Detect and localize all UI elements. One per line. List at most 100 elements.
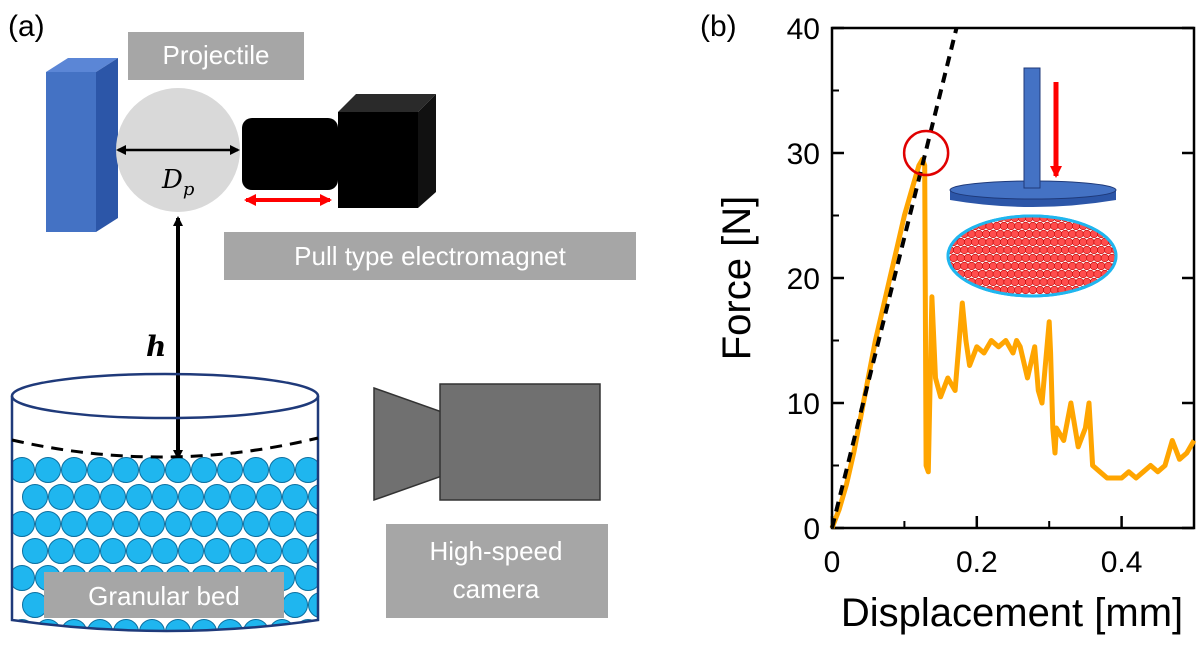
peak-highlight-circle (902, 129, 950, 177)
inset-grain (960, 216, 969, 223)
grain (165, 619, 191, 631)
inset-grain (1028, 285, 1037, 295)
inset-grain (1057, 269, 1066, 279)
electromagnet-label-box (224, 232, 636, 280)
inset-grain (1057, 237, 1066, 247)
inset-grain (1010, 277, 1019, 287)
grain (243, 619, 269, 631)
inset-grain (1071, 253, 1081, 263)
grain (295, 457, 318, 483)
inset-grain (953, 277, 962, 287)
grain (87, 511, 113, 537)
inset-grain (1021, 221, 1030, 231)
inset-grain (981, 245, 991, 255)
inset-grain (1089, 261, 1099, 271)
inset-grain (999, 237, 1009, 247)
inset-grain (1010, 229, 1019, 239)
inset-grain (1053, 229, 1063, 239)
grain (100, 538, 126, 564)
inset-grain (1111, 277, 1116, 287)
inset-grain (1017, 277, 1027, 287)
inset-grain (1115, 285, 1116, 295)
inset-grain (1007, 221, 1016, 231)
inset-grain (1071, 237, 1081, 247)
inset-grain (1093, 253, 1102, 263)
grain (243, 457, 269, 483)
grain (48, 484, 74, 510)
grain (61, 457, 87, 483)
grain (322, 458, 347, 483)
inset-grain (1061, 277, 1070, 287)
inset-grain (978, 253, 987, 263)
y-tick-label: 10 (787, 388, 820, 421)
grain (165, 457, 191, 483)
grain (295, 511, 318, 537)
inset-grain (1061, 261, 1070, 271)
inset-grain (1093, 237, 1102, 247)
support-wall (46, 58, 118, 232)
annotation-group (902, 129, 950, 177)
inset-grain (1032, 229, 1041, 239)
inset-grain (1068, 277, 1077, 287)
inset-grain (1028, 253, 1037, 263)
grain (282, 592, 308, 618)
inset-grain (1007, 269, 1016, 279)
grain (230, 484, 256, 510)
inset-grain (1017, 245, 1027, 255)
inset-grain (974, 261, 983, 271)
inset-grain (1039, 277, 1048, 287)
inset-grain (1057, 221, 1066, 231)
grain (12, 457, 35, 483)
inset-compression-icon (946, 67, 1118, 298)
inset-grain (971, 253, 980, 263)
grain (12, 565, 35, 591)
panel-a-letter: (a) (8, 10, 45, 43)
inset-grain (1050, 253, 1059, 263)
grain (282, 484, 308, 510)
panel-a-setup: (a) Projectile Dp Pull type electromagne… (8, 10, 636, 633)
inset-grain (974, 229, 983, 239)
inset-grain (963, 237, 973, 247)
inset-grain (1043, 269, 1052, 279)
inset-grain (1075, 245, 1084, 255)
inset-grain (971, 237, 980, 247)
grain (126, 484, 152, 510)
inset-grain (1097, 261, 1106, 271)
inset-grain (974, 245, 983, 255)
grain (243, 511, 269, 537)
inset-grain (1028, 269, 1037, 279)
camera-label-line1: High-speed (430, 536, 563, 566)
inset-grain (1115, 221, 1116, 231)
inset-grain (953, 245, 962, 255)
inset-grain (1115, 237, 1116, 247)
inset-grain (1014, 253, 1023, 263)
inset-grain (1007, 285, 1016, 295)
inset-grain (1021, 285, 1030, 295)
grain (113, 457, 139, 483)
x-tick-label: 0.4 (1101, 546, 1143, 579)
grain (217, 511, 243, 537)
grain (322, 566, 347, 591)
inset-grain (1050, 221, 1059, 231)
inset-grain (1104, 216, 1113, 223)
inset-grain (1115, 269, 1116, 279)
grain (217, 457, 243, 483)
inset-grain (1007, 237, 1016, 247)
grain (139, 457, 165, 483)
inset-grain (1079, 253, 1088, 263)
grain (191, 457, 217, 483)
inset-grain (1046, 229, 1055, 239)
inset-grain (953, 216, 962, 223)
inset-grain (1021, 237, 1030, 247)
panel-b-letter: (b) (700, 10, 737, 43)
inset-grain (948, 229, 955, 239)
inset-grain (1010, 261, 1019, 271)
grain (308, 592, 318, 618)
inset-grain (1039, 245, 1048, 255)
force-curve (829, 156, 1197, 529)
inset-grain (1028, 221, 1037, 231)
grain (126, 538, 152, 564)
inset-grain (1046, 261, 1055, 271)
grain (165, 511, 191, 537)
